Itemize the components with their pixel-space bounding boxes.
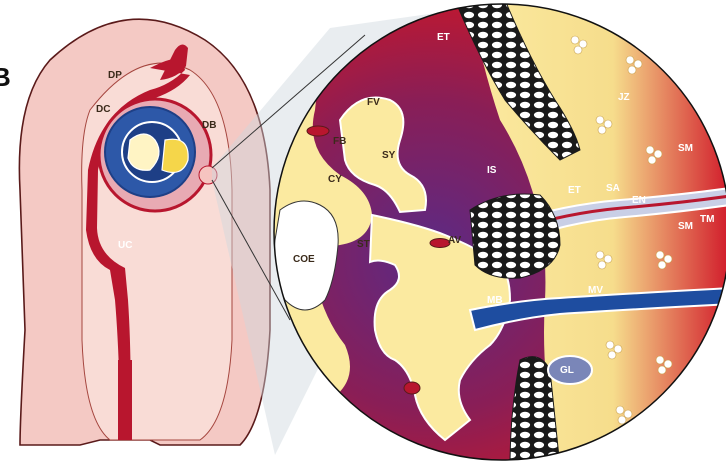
- label-sm-top: SM: [678, 143, 693, 154]
- fetal-vessel-lower: [404, 382, 420, 394]
- label-coe: COE: [293, 254, 315, 265]
- label-fv: FV: [367, 97, 380, 108]
- label-sm-bottom: SM: [678, 221, 693, 232]
- label-cy: CY: [328, 174, 342, 185]
- label-et-top: ET: [437, 32, 450, 43]
- label-sy: SY: [382, 150, 396, 161]
- cervical-canal: [118, 360, 132, 440]
- label-mb: MB: [487, 295, 503, 306]
- fetal-vessel-av: [430, 239, 450, 248]
- embryo: [128, 134, 159, 170]
- label-et-mid: ET: [568, 185, 581, 196]
- panel-letter: B: [0, 62, 11, 92]
- label-tm: TM: [700, 214, 714, 225]
- label-dc: DC: [96, 104, 110, 115]
- label-sa: SA: [606, 183, 620, 194]
- label-uc: UC: [118, 240, 132, 251]
- label-gl: GL: [560, 365, 574, 376]
- label-fb: FB: [333, 136, 346, 147]
- label-db: DB: [202, 120, 216, 131]
- label-dp: DP: [108, 70, 122, 81]
- label-jz: JZ: [618, 92, 630, 103]
- fetal-blood-cell: [307, 126, 329, 136]
- anchoring-column-mid: [470, 194, 560, 278]
- label-av: AV: [448, 235, 461, 246]
- label-en: EN: [632, 195, 646, 206]
- label-st: ST: [357, 239, 370, 250]
- label-is: IS: [487, 165, 497, 176]
- label-mv: MV: [588, 285, 603, 296]
- yolk-sac: [162, 139, 188, 172]
